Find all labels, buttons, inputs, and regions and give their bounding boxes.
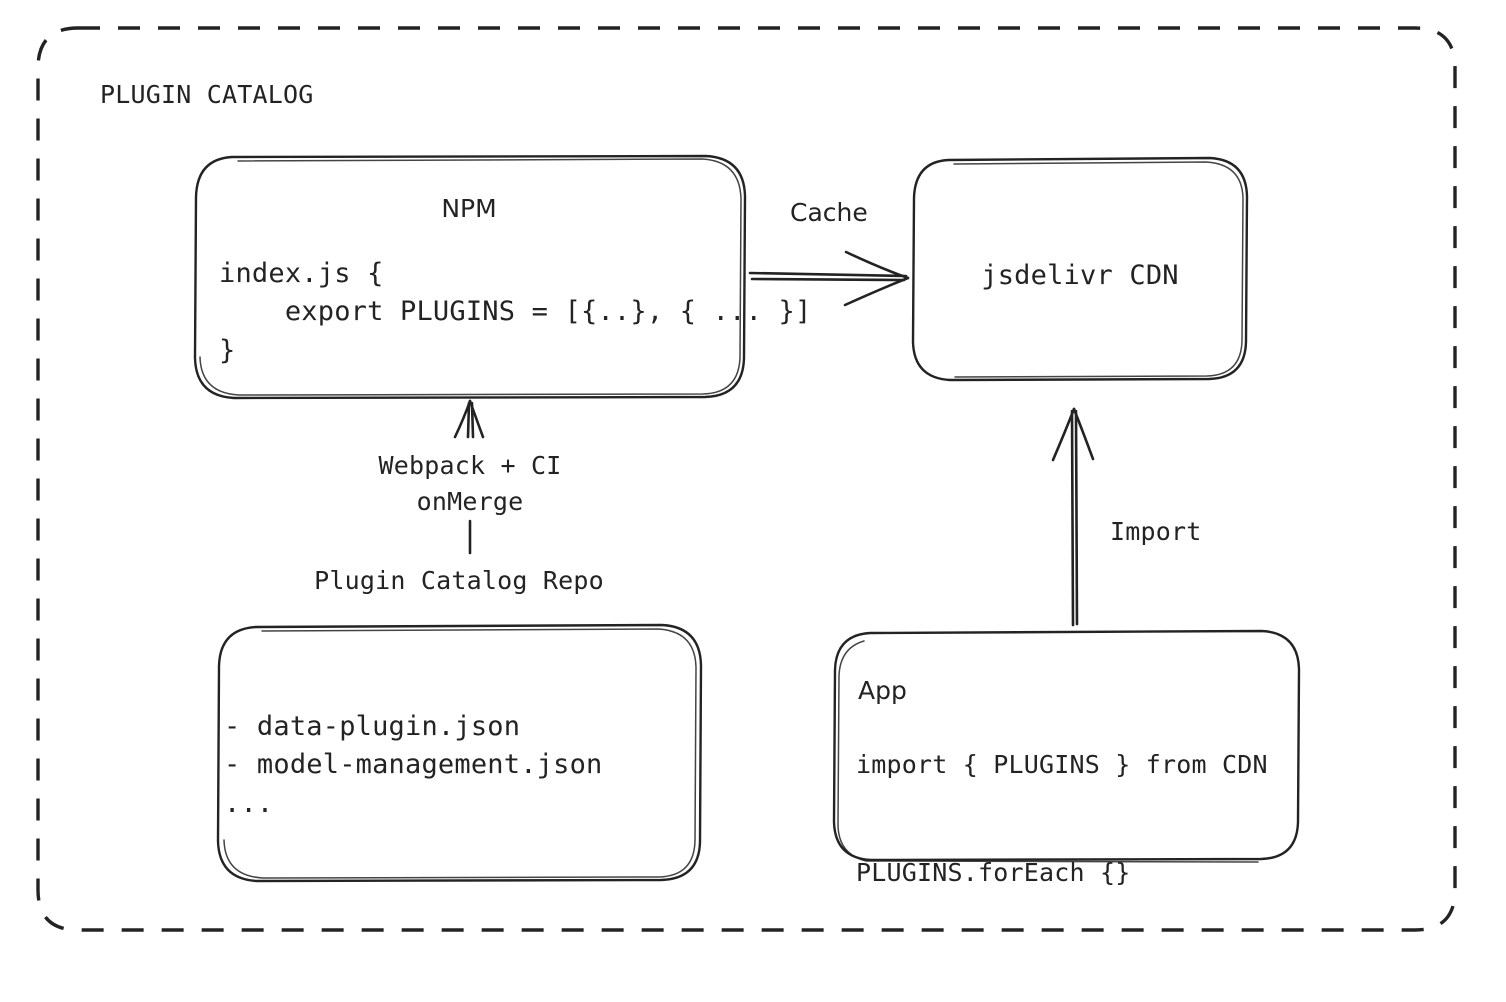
import-arrow [1051,407,1095,627]
app-node-code: import { PLUGINS } from CDN PLUGINS.forE… [856,750,1268,887]
npm-node-title: NPM [441,194,497,223]
repo-node-shape [216,623,703,883]
npm-node-code: index.js { export PLUGINS = [{..}, { ...… [219,258,812,366]
import-edge-label: Import [1110,517,1202,546]
app-node-shape [832,629,1301,863]
repo-node-label: Plugin Catalog Repo [314,566,604,595]
cache-edge-label: Cache [790,198,868,227]
cache-arrow [748,250,910,307]
npm-node-shape [193,154,747,400]
cdn-node-shape [911,156,1249,382]
app-node-title: App [858,676,907,705]
cdn-node-title: jsdelivr CDN [981,260,1179,291]
plugin-catalog-frame [36,26,1457,932]
frame-title: PLUGIN CATALOG [100,80,314,109]
build-edge-label: Webpack + CI onMerge [378,451,562,516]
build-arrow [453,399,485,555]
repo-node-items: - data-plugin.json - model-management.js… [224,711,603,819]
